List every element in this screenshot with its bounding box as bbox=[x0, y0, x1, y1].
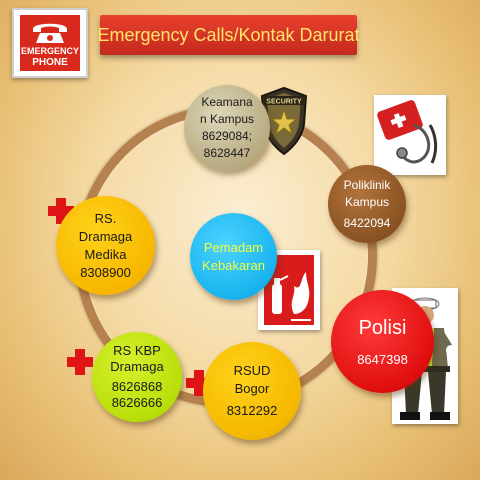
node-poliklinik-kampus: Poliklinik Kampus 8422094 bbox=[328, 165, 406, 243]
node-phone: 8312292 bbox=[226, 403, 278, 418]
node-rsud-bogor: RSUD Bogor 8312292 bbox=[203, 342, 301, 440]
node-name-line: Pemadam bbox=[203, 239, 264, 255]
node-rs-dramaga-medika: RS. Dramaga Medika 8308900 bbox=[56, 196, 155, 295]
red-cross-icon bbox=[67, 349, 93, 375]
node-pemadam-kebakaran: Pemadam Kebakaran bbox=[190, 213, 277, 300]
red-cross-icon bbox=[48, 198, 74, 224]
node-phone: 8647398 bbox=[357, 351, 408, 367]
page-title: Emergency Calls/Kontak Darurat bbox=[97, 24, 360, 45]
node-name-line: Poliklinik bbox=[343, 177, 391, 192]
phone-sign-line1: EMERGENCY bbox=[20, 46, 79, 56]
emergency-phone-sign: EMERGENCY PHONE bbox=[12, 8, 88, 78]
node-name-line: Dramaga bbox=[78, 228, 133, 244]
node-keamanan-kampus: Keamana n Kampus 8629084; 8628447 bbox=[184, 85, 270, 171]
title-banner bbox=[100, 15, 357, 55]
node-name-line: Bogor bbox=[234, 381, 270, 396]
telephone-icon bbox=[33, 23, 67, 43]
node-name-line: RS. bbox=[94, 210, 117, 226]
node-name-line: Polisi bbox=[358, 316, 407, 339]
node-name-line: Medika bbox=[84, 246, 127, 262]
node-rs-kbp-dramaga: RS KBP Dramaga 8626868 8626666 bbox=[92, 332, 182, 422]
security-badge-icon: SECURITY bbox=[252, 84, 316, 158]
stethoscope-icon bbox=[400, 123, 431, 164]
svg-text:SECURITY: SECURITY bbox=[266, 99, 302, 106]
node-phone: 8628447 bbox=[203, 146, 251, 160]
node-phone: 8629084; bbox=[201, 129, 253, 143]
node-phone: 8626666 bbox=[111, 395, 163, 410]
red-cross-icon bbox=[186, 370, 212, 396]
first-aid-kit-icon bbox=[374, 95, 446, 175]
node-name-line: n Kampus bbox=[199, 112, 255, 126]
node-phone: 8422094 bbox=[343, 215, 391, 230]
node-name-line: Dramaga bbox=[110, 359, 164, 374]
node-name-line: Kebakaran bbox=[202, 257, 265, 273]
node-name-line: Kampus bbox=[344, 194, 390, 209]
node-name-line: RSUD bbox=[233, 363, 271, 378]
node-name-line: Keamana bbox=[201, 95, 253, 109]
node-polisi: Polisi 8647398 bbox=[331, 290, 434, 393]
node-phone: 8626868 bbox=[111, 379, 163, 394]
node-name-line: RS KBP bbox=[113, 343, 161, 358]
phone-sign-line2: PHONE bbox=[32, 57, 68, 68]
node-phone: 8308900 bbox=[80, 264, 131, 280]
